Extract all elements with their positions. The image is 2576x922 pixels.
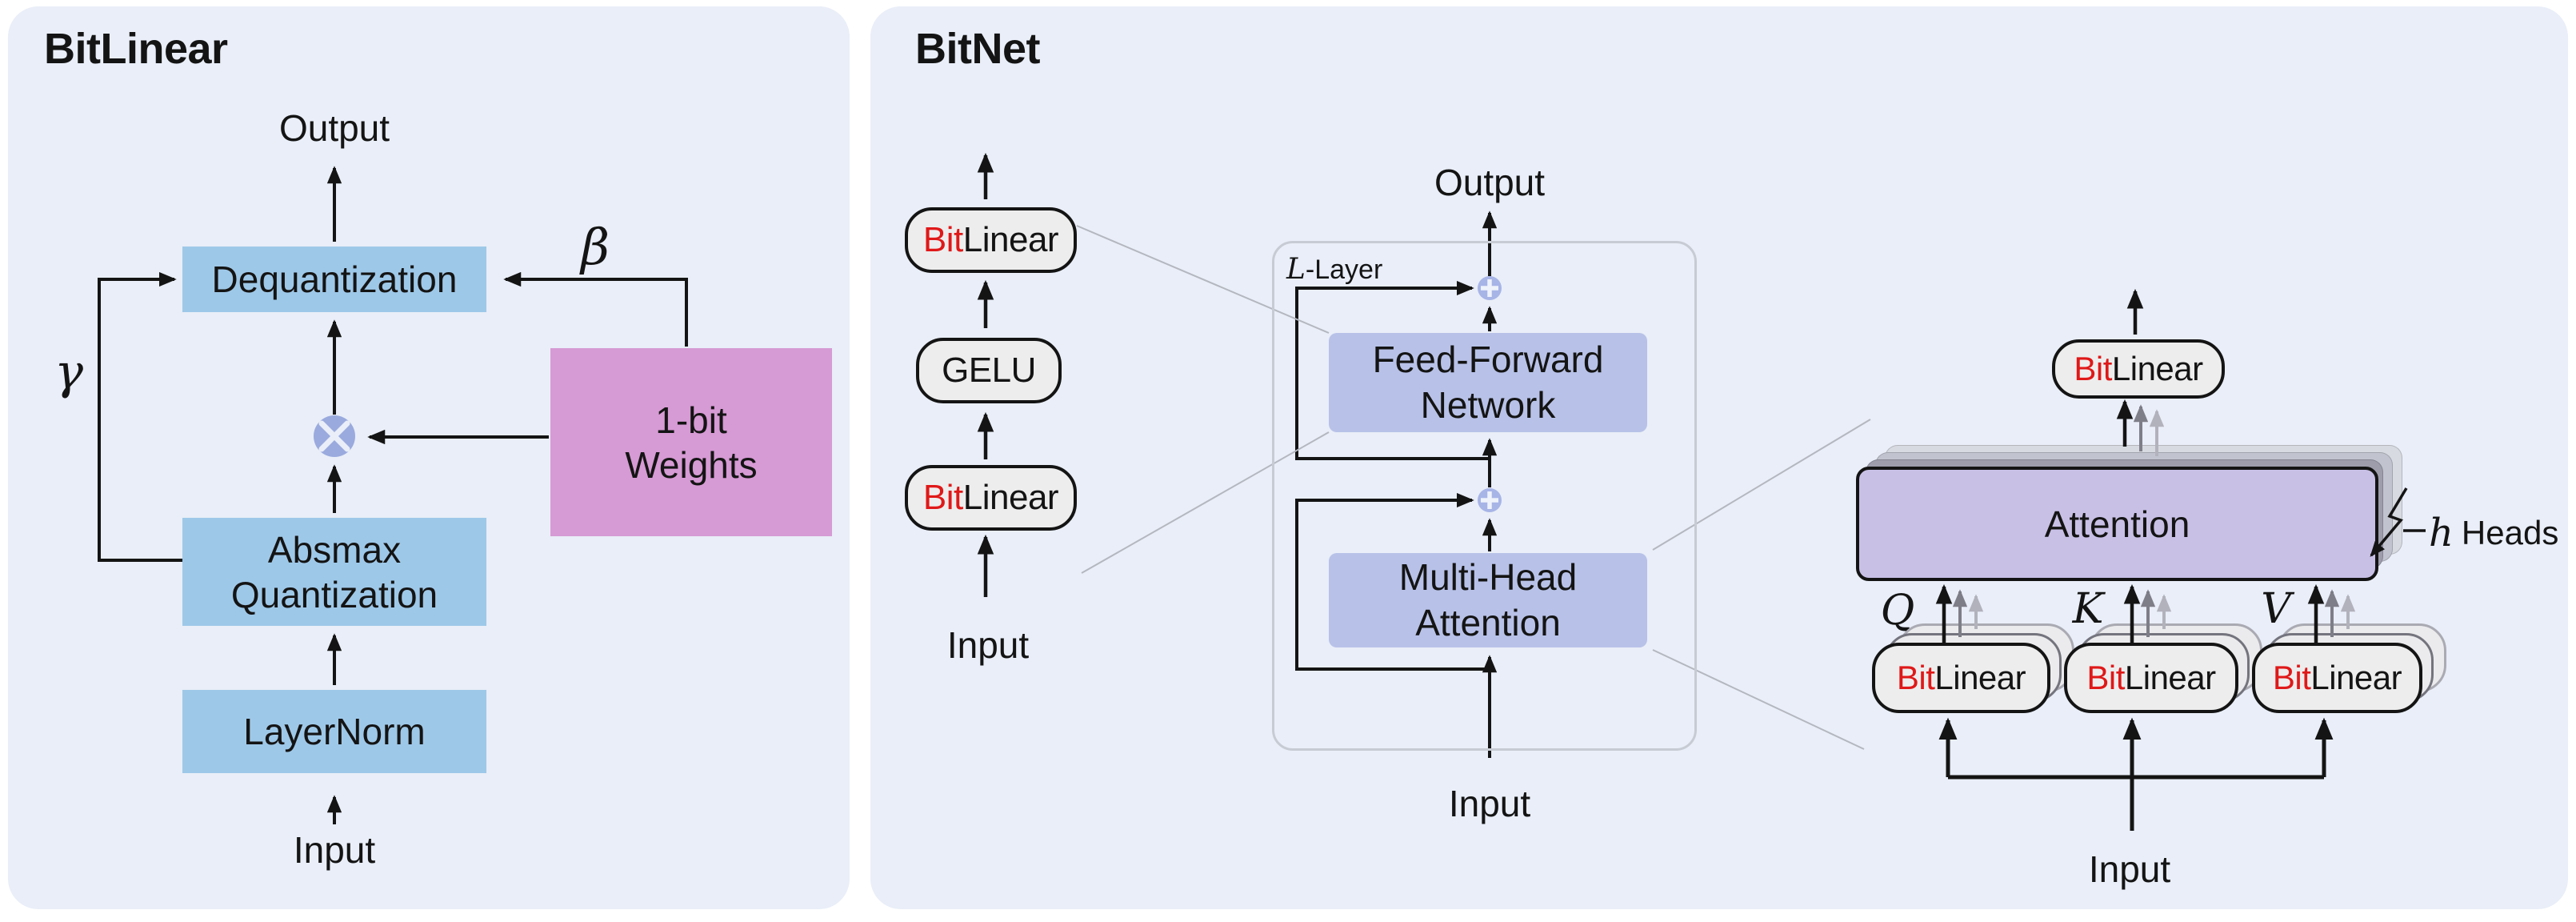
gelu-label: GELU [942, 351, 1036, 390]
attention-input-label: Input [2088, 848, 2171, 890]
beta-arrow [503, 271, 688, 347]
absmax-line1: Absmax [267, 528, 402, 571]
one-bit-weights-box: 1-bit Weights [550, 348, 832, 536]
h-heads-label: h Heads [2429, 511, 2558, 555]
layer-count-symbol: L [1286, 253, 1306, 286]
gelu-pill: GELU [916, 338, 1062, 403]
k-label: K [2072, 585, 2104, 633]
bit-prefix: Bit [2272, 659, 2311, 696]
bit-prefix: Bit [922, 220, 963, 259]
heads-count-symbol: h [2429, 511, 2454, 555]
weights-line1: 1-bit [655, 399, 727, 441]
qkv-projection-arrows [1935, 583, 2356, 645]
bit-prefix: Bit [2086, 659, 2125, 696]
ffn-residual-loop [1295, 280, 1490, 460]
dequantization-box: Dequantization [182, 247, 486, 312]
bitlinear-flow-arrows [98, 166, 688, 824]
linear-suffix: Linear [962, 478, 1059, 517]
linear-suffix: Linear [2310, 659, 2402, 696]
layer-suffix: -Layer [1305, 255, 1383, 285]
mha-line1: Multi-Head [1398, 556, 1578, 598]
weights-line2: Weights [625, 443, 758, 486]
bit-prefix: Bit [922, 478, 963, 517]
linear-suffix: Linear [2124, 659, 2216, 696]
ffn-line2: Network [1420, 384, 1556, 426]
attention-input-branch [1938, 717, 2334, 831]
block-input-label: Input [1448, 783, 1531, 824]
dequantization-label: Dequantization [211, 259, 458, 300]
feed-forward-network-box: Feed-Forward Network [1329, 333, 1647, 432]
bitlinear-title: BitLinear [44, 25, 228, 73]
bit-prefix: Bit [1896, 659, 1935, 696]
h-heads-pointer-icon [2370, 487, 2426, 557]
add-node-icon [1478, 276, 1502, 300]
gamma-feedback-arrow [98, 271, 183, 562]
attention-output-arrows [2116, 288, 2165, 456]
attention-label: Attention [2044, 503, 2190, 545]
zoom-fan-lines [1076, 225, 1871, 750]
linear-suffix: Linear [1934, 659, 2026, 696]
ffn-line1: Feed-Forward [1372, 339, 1604, 380]
ffn-stack-input-label: Input [946, 624, 1030, 666]
absmax-line2: Quantization [230, 573, 438, 615]
bit-prefix: Bit [2074, 350, 2112, 387]
linear-suffix: Linear [2111, 350, 2203, 387]
mha-residual-loop [1295, 492, 1490, 671]
layernorm-label: LayerNorm [243, 711, 426, 752]
beta-symbol: β [581, 217, 610, 276]
block-output-label: Output [1434, 162, 1546, 203]
gamma-symbol: γ [54, 344, 83, 400]
multi-head-attention-box: Multi-Head Attention [1329, 553, 1647, 647]
absmax-quantization-box: Absmax Quantization [182, 518, 486, 626]
add-node-icon [1478, 488, 1502, 512]
v-label: V [2261, 585, 2291, 633]
heads-word: Heads [2461, 514, 2559, 551]
l-layer-label: L-Layer [1286, 253, 1382, 286]
multiply-node-icon [314, 415, 355, 457]
transformer-block-arrows [1295, 210, 1498, 758]
bitlinear-output-label: Output [278, 107, 390, 149]
bitnet-title: BitNet [915, 25, 1041, 73]
attention-box: Attention [1856, 467, 2378, 581]
mha-line2: Attention [1415, 602, 1561, 643]
layernorm-box: LayerNorm [182, 690, 486, 773]
l-layer-frame [1272, 241, 1697, 751]
q-label: Q [1880, 587, 1915, 635]
linear-suffix: Linear [962, 220, 1059, 259]
bitlinear-input-label: Input [293, 829, 376, 871]
